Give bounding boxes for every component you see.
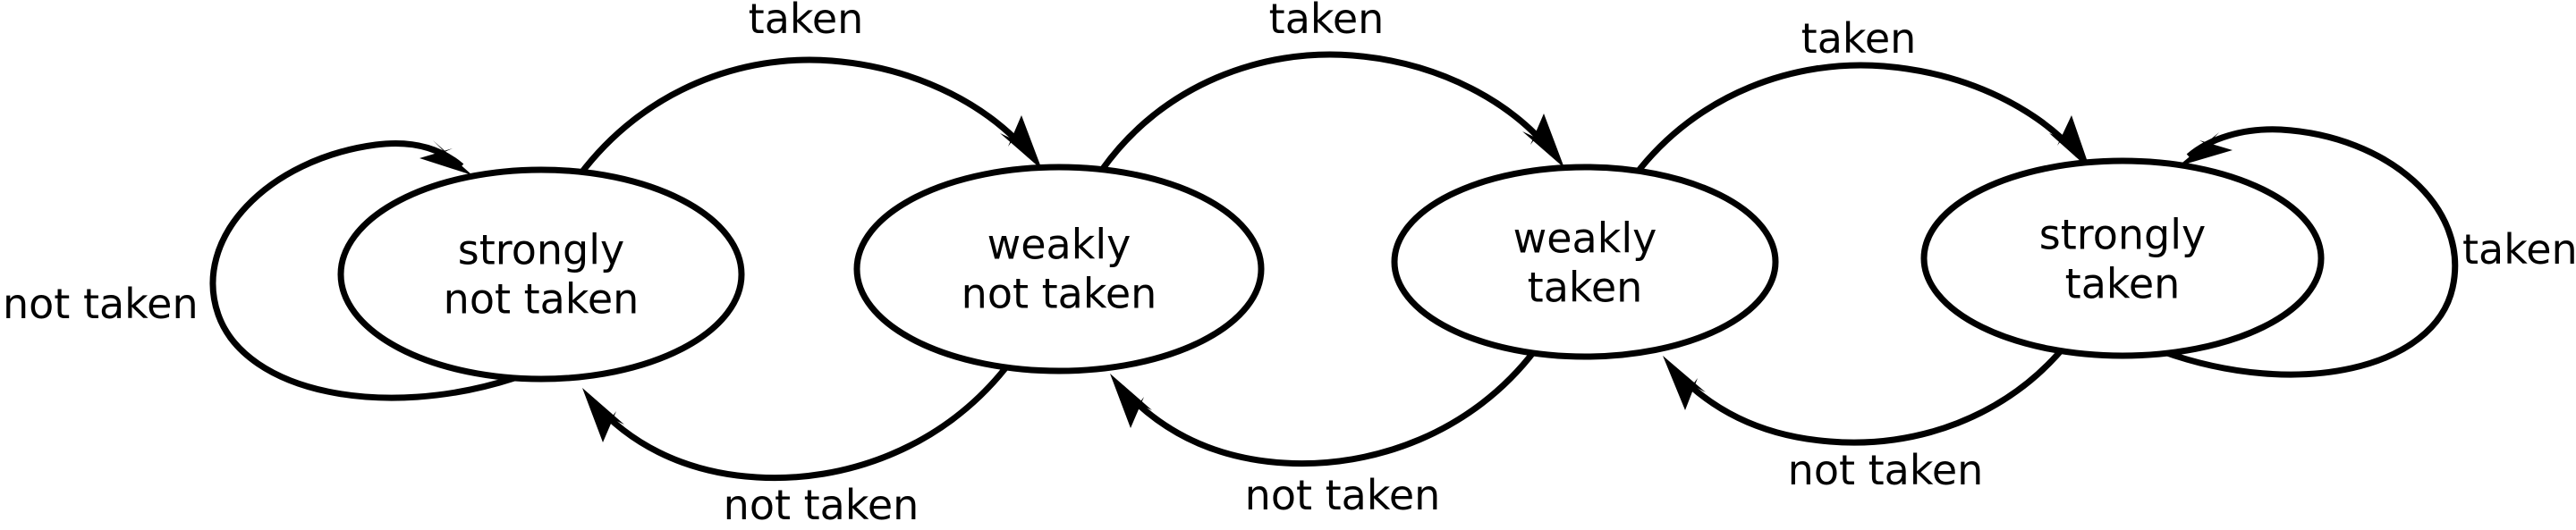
edge-st-self-taken[interactable] [2160, 126, 2459, 378]
edge-label-wnt-to-wt-taken: taken [1269, 0, 1385, 43]
state-node-strongly-taken[interactable]: strongly taken [1920, 157, 2325, 359]
edge-path-wt-st [1632, 62, 2081, 178]
edge-label-wt-to-wnt-not-taken: not taken [1245, 471, 1441, 519]
edge-path-wnt-snt [591, 366, 1008, 482]
edge-wt-to-st-taken[interactable] [1632, 62, 2090, 178]
edge-st-to-wt-not-taken[interactable] [1663, 340, 2071, 446]
arrowhead-wnt-snt [582, 388, 624, 442]
state-label-line2-weakly-not-taken: not taken [962, 270, 1157, 318]
state-ellipse-strongly-not-taken [337, 166, 745, 383]
state-label-line2-strongly-taken: taken [2065, 260, 2181, 308]
arrowhead-wnt-wt [1522, 114, 1564, 168]
state-node-strongly-not-taken[interactable]: strongly not taken [337, 166, 745, 383]
edge-path-snt-wnt [577, 56, 1033, 178]
edge-snt-self-not-taken[interactable] [209, 139, 516, 401]
state-ellipse-weakly-not-taken [853, 164, 1265, 374]
edge-path-st-wt [1672, 340, 2071, 446]
arrowhead-wt-st [2049, 115, 2090, 170]
edge-label-st-to-wt-not-taken: not taken [1788, 446, 1984, 494]
edge-path-wnt-wt [1099, 51, 1555, 172]
state-label-line1-weakly-taken: weakly [1513, 215, 1657, 263]
state-node-weakly-not-taken[interactable]: weakly not taken [853, 164, 1265, 374]
state-node-weakly-taken[interactable]: weakly taken [1391, 164, 1779, 360]
arrowhead-wt-wnt [1110, 374, 1152, 428]
arrowhead-snt-self [419, 140, 472, 175]
state-label-line1-strongly-taken: strongly [2039, 211, 2206, 259]
edge-path-wt-wnt [1119, 348, 1538, 467]
edge-label-wt-to-st-taken: taken [1801, 14, 1917, 63]
state-label-line2-strongly-not-taken: not taken [444, 275, 640, 324]
state-label-line2-weakly-taken: taken [1528, 264, 1643, 312]
state-label-line1-weakly-not-taken: weakly [987, 221, 1131, 269]
edge-label-snt-self-not-taken: not taken [3, 280, 199, 328]
edge-label-snt-to-wnt-taken: taken [749, 0, 864, 43]
edge-wnt-to-snt-not-taken[interactable] [582, 366, 1008, 482]
edge-wt-to-wnt-not-taken[interactable] [1110, 348, 1538, 467]
state-ellipse-strongly-taken [1920, 157, 2325, 359]
arrowhead-st-wt [1663, 356, 1706, 410]
edge-snt-to-wnt-taken[interactable] [577, 56, 1042, 178]
edge-path-snt-self [209, 139, 516, 401]
edge-path-st-self [2160, 126, 2459, 378]
arrowhead-snt-wnt [1000, 115, 1042, 170]
arrowhead-st-self [2178, 132, 2233, 166]
state-ellipse-weakly-taken [1391, 164, 1779, 360]
edge-label-wnt-to-snt-not-taken: not taken [724, 481, 919, 529]
edge-label-st-self-taken: taken [2462, 225, 2576, 273]
state-label-line1-strongly-not-taken: strongly [458, 226, 624, 274]
edge-wnt-to-wt-taken[interactable] [1099, 51, 1564, 172]
